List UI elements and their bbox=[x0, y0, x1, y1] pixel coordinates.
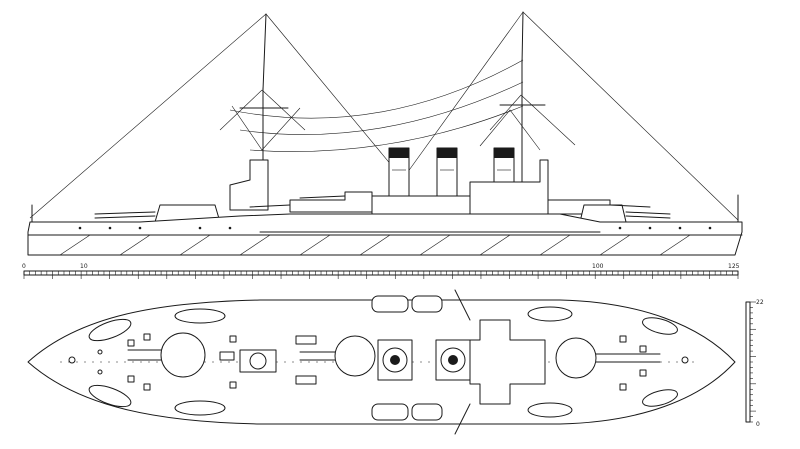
scale-tick-label-0: 0 bbox=[22, 263, 26, 270]
scale-tick-label-125: 125 bbox=[728, 263, 740, 270]
beam-scale-top-label: 22 bbox=[756, 299, 764, 306]
deck-plan bbox=[27, 289, 736, 435]
beam-scale-bar: 22 0 bbox=[745, 299, 764, 428]
side-elevation bbox=[27, 11, 743, 256]
hull-side bbox=[27, 213, 743, 256]
deck-turrets bbox=[127, 332, 661, 379]
scale-tick-label-10: 10 bbox=[80, 263, 88, 270]
boats bbox=[88, 295, 678, 421]
scale-tick-label-100: 100 bbox=[592, 263, 604, 270]
rigging bbox=[29, 11, 739, 221]
gun-turrets bbox=[94, 195, 671, 223]
deck-superstructure bbox=[219, 289, 546, 435]
superstructure bbox=[229, 159, 611, 215]
length-scale-bar: 0 10 100 125 bbox=[22, 263, 740, 279]
deck-fittings bbox=[68, 333, 689, 391]
beam-scale-bottom-label: 0 bbox=[756, 421, 760, 428]
